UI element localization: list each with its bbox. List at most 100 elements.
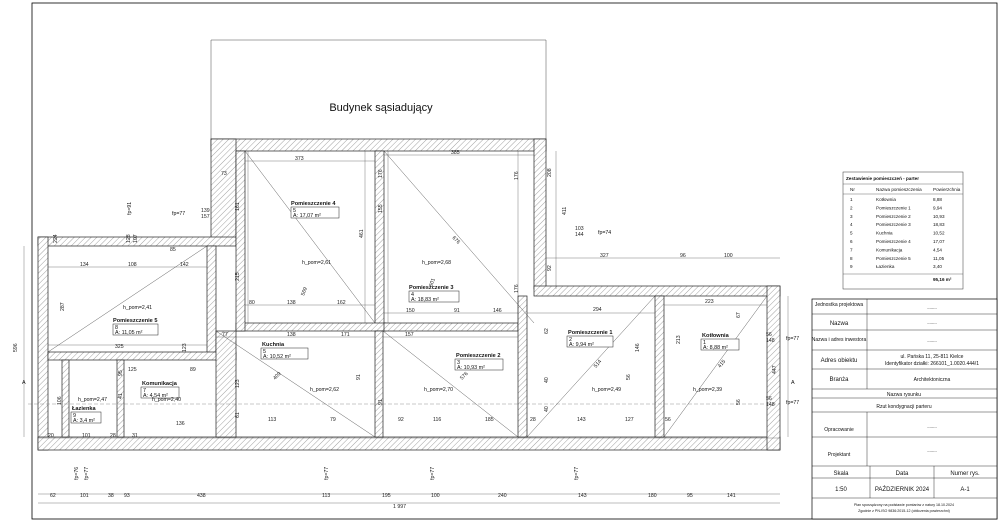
svg-text:Projektant: Projektant bbox=[828, 452, 851, 458]
schedule-cell: Kotłownia bbox=[876, 197, 896, 202]
room-label-kuchnia: Kuchnia 5 A: 10,52 m² h_pom=2,62 bbox=[260, 342, 339, 393]
svg-text:569: 569 bbox=[300, 286, 309, 296]
svg-text:Nazwa: Nazwa bbox=[830, 321, 849, 327]
svg-text:h_pom=2,47: h_pom=2,47 bbox=[78, 397, 107, 403]
neighbor-building-label: Budynek sąsiadujący bbox=[329, 102, 433, 114]
svg-text:Data: Data bbox=[896, 471, 909, 477]
svg-text:fp=91: fp=91 bbox=[127, 202, 133, 215]
svg-text:41: 41 bbox=[118, 393, 124, 399]
svg-text:89: 89 bbox=[190, 367, 196, 373]
svg-text:Rzut kondygnacji parteru: Rzut kondygnacji parteru bbox=[876, 404, 932, 410]
schedule-cell: 9 bbox=[850, 264, 853, 269]
svg-text:20: 20 bbox=[48, 433, 54, 439]
svg-text:--------: -------- bbox=[927, 306, 937, 310]
schedule-cell: Pomieszczenie 5 bbox=[876, 256, 911, 261]
svg-text:h_pom=2,39: h_pom=2,39 bbox=[693, 387, 722, 393]
schedule-cell: 7 bbox=[850, 247, 853, 252]
room-label-pomieszczenie-1: Pomieszczenie 1 2 A: 9,94 m² h_pom=2,49 bbox=[566, 330, 621, 393]
svg-text:100: 100 bbox=[724, 253, 733, 259]
svg-text:5: 5 bbox=[293, 208, 296, 214]
schedule-cell: 10,52 bbox=[933, 231, 945, 236]
diagonal-lengths: 676 569 409 576 601 514 415 bbox=[272, 235, 727, 381]
schedule-cell: 3 bbox=[850, 214, 853, 219]
svg-text:Pomieszczenie 5: Pomieszczenie 5 bbox=[113, 318, 157, 324]
schedule-cell: 18,83 bbox=[933, 222, 945, 227]
svg-text:--------: -------- bbox=[927, 425, 937, 429]
svg-text:185: 185 bbox=[485, 417, 494, 423]
svg-text:101: 101 bbox=[80, 493, 89, 499]
svg-text:127: 127 bbox=[625, 417, 634, 423]
schedule-cell: 3,40 bbox=[933, 264, 942, 269]
svg-text:fp=74: fp=74 bbox=[598, 230, 611, 236]
svg-text:h_pom=2,40: h_pom=2,40 bbox=[152, 397, 181, 403]
neighbor-building: Budynek sąsiadujący bbox=[210, 39, 547, 139]
svg-text:fp=77: fp=77 bbox=[786, 336, 799, 342]
schedule-cell: Pomieszczenie 1 bbox=[876, 205, 911, 210]
svg-text:fp=77: fp=77 bbox=[430, 467, 436, 480]
dimension-lines bbox=[23, 151, 789, 504]
svg-text:92: 92 bbox=[398, 417, 404, 423]
svg-text:40: 40 bbox=[544, 377, 550, 383]
svg-text:96: 96 bbox=[680, 253, 686, 259]
svg-text:A: 17,07 m²: A: 17,07 m² bbox=[293, 213, 321, 219]
svg-text:Zgodnie z PN-ISO 9836:2015-12: Zgodnie z PN-ISO 9836:2015-12 (obliczeni… bbox=[858, 509, 950, 513]
svg-text:Opracowanie: Opracowanie bbox=[824, 427, 854, 433]
svg-text:157: 157 bbox=[201, 214, 210, 220]
svg-text:--------: -------- bbox=[927, 321, 937, 325]
schedule-cell: 4 bbox=[850, 222, 853, 227]
dimension-mid: 134 108 142 294 327 96 100 223 bbox=[80, 253, 733, 313]
svg-text:Nr: Nr bbox=[850, 187, 855, 192]
svg-text:373: 373 bbox=[295, 156, 304, 162]
svg-text:208: 208 bbox=[547, 168, 553, 177]
svg-text:161: 161 bbox=[235, 202, 241, 211]
svg-text:1 997: 1 997 bbox=[393, 504, 406, 510]
svg-text:134: 134 bbox=[80, 262, 89, 268]
svg-text:100: 100 bbox=[431, 493, 440, 499]
svg-text:447: 447 bbox=[772, 365, 778, 374]
svg-text:138: 138 bbox=[287, 332, 296, 338]
svg-text:fp=77: fp=77 bbox=[786, 400, 799, 406]
svg-text:--------: -------- bbox=[927, 449, 937, 453]
svg-text:113: 113 bbox=[322, 493, 330, 499]
svg-text:103: 103 bbox=[575, 226, 584, 232]
svg-text:ul. Pańska 11, 25-811 Kielce: ul. Pańska 11, 25-811 Kielce bbox=[901, 354, 964, 360]
svg-text:A: 3,4 m²: A: 3,4 m² bbox=[73, 418, 95, 424]
svg-text:Nazwa pomieszczenia: Nazwa pomieszczenia bbox=[876, 187, 922, 192]
svg-text:Kotłownia: Kotłownia bbox=[702, 333, 730, 339]
svg-text:180: 180 bbox=[648, 493, 657, 499]
svg-text:176: 176 bbox=[514, 284, 520, 293]
svg-text:h_pom=2,62: h_pom=2,62 bbox=[310, 387, 339, 393]
schedule-cell: 9,94 bbox=[933, 205, 942, 210]
schedule-cell: 17,07 bbox=[933, 239, 945, 244]
svg-text:fp=77: fp=77 bbox=[84, 467, 90, 480]
room-schedule-table: Zestawienie pomieszczeń - parter Nr Nazw… bbox=[842, 171, 964, 290]
svg-text:146: 146 bbox=[635, 343, 641, 352]
schedule-cell: 8,88 bbox=[933, 197, 942, 202]
svg-text:176: 176 bbox=[514, 171, 520, 180]
schedule-cell: 1 bbox=[850, 197, 853, 202]
svg-text:Zestawienie pomieszczeń - part: Zestawienie pomieszczeń - parter bbox=[846, 176, 919, 181]
svg-text:287: 287 bbox=[60, 302, 66, 311]
svg-text:77: 77 bbox=[222, 332, 228, 338]
svg-text:Pomieszczenie 2: Pomieszczenie 2 bbox=[456, 353, 500, 359]
room-label-pomieszczenie-5: Pomieszczenie 5 8 A: 11,05 m² h_pom=2,41 bbox=[112, 305, 159, 336]
svg-text:31: 31 bbox=[132, 433, 138, 439]
dimension-inner: 80 138 162 150 91 146 77 138 171 157 73 … bbox=[115, 171, 502, 373]
svg-text:73: 73 bbox=[221, 171, 227, 177]
svg-text:A: 10,93 m²: A: 10,93 m² bbox=[457, 365, 485, 371]
svg-text:385: 385 bbox=[451, 150, 460, 156]
room-label-lazienka: Łazienka 9 A: 3,4 m² h_pom=2,47 bbox=[70, 397, 107, 424]
schedule-cell: Kuchnia bbox=[876, 231, 893, 236]
svg-text:95: 95 bbox=[118, 370, 124, 376]
svg-text:Nazwa i adres inwestora: Nazwa i adres inwestora bbox=[812, 337, 867, 343]
svg-text:A: 18,83 m²: A: 18,83 m² bbox=[411, 297, 439, 303]
svg-text:79: 79 bbox=[330, 417, 336, 423]
schedule-cell: Pomieszczenie 2 bbox=[876, 214, 911, 219]
svg-text:411: 411 bbox=[562, 207, 568, 215]
svg-text:514: 514 bbox=[593, 359, 603, 370]
svg-text:213: 213 bbox=[676, 335, 682, 344]
room-label-komunikacja: Komunikacja 7 A: 4,54 m² h_pom=2,40 bbox=[140, 381, 181, 403]
svg-text:2: 2 bbox=[569, 337, 572, 343]
schedule-cell: Komunikacja bbox=[876, 247, 903, 252]
schedule-cell: Łazienka bbox=[876, 264, 895, 269]
